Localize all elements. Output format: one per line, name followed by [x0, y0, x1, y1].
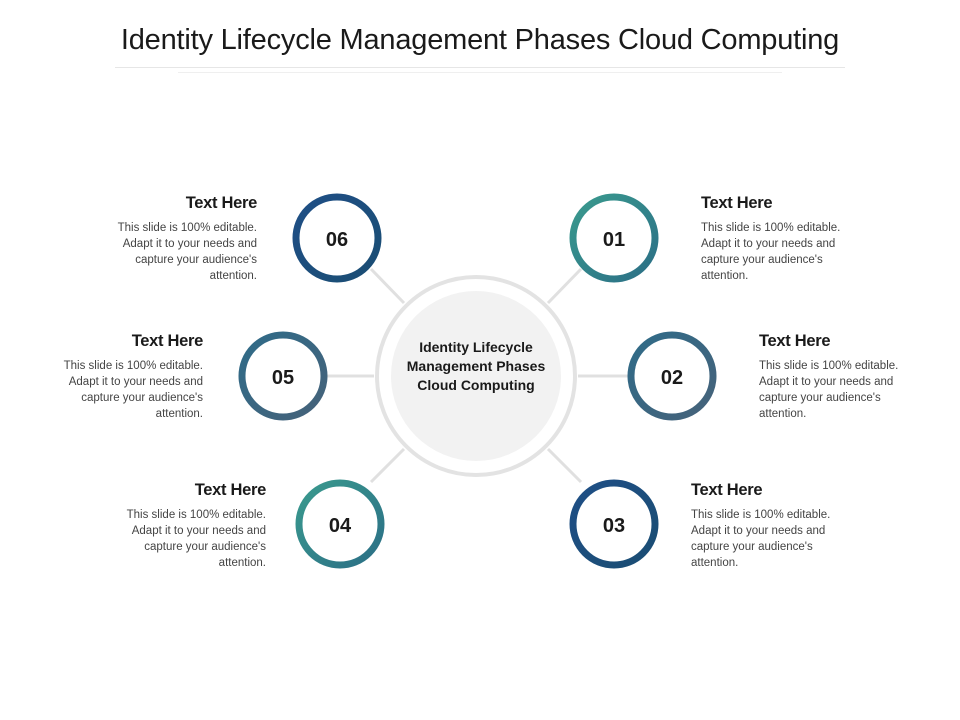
phase-heading-05: Text Here [131, 332, 204, 350]
phase-body-04: This slide is 100% editable. Adapt it to… [126, 509, 266, 569]
phase-heading-03: Text Here [691, 481, 763, 499]
phase-number-04: 04 [329, 515, 352, 537]
phase-text-02: Text Here This slide is 100% editable. A… [759, 332, 909, 422]
connector-04 [369, 447, 406, 484]
phase-node-02: 02 [627, 331, 717, 421]
phase-number-06: 06 [326, 229, 348, 251]
phase-heading-04: Text Here [194, 481, 267, 499]
phase-text-05: Text Here This slide is 100% editable. A… [53, 332, 204, 422]
title-divider [115, 67, 845, 68]
phase-heading-01: Text Here [701, 194, 773, 212]
phase-text-06: Text Here This slide is 100% editable. A… [107, 194, 258, 284]
phase-body-05: This slide is 100% editable. Adapt it to… [63, 360, 203, 420]
phase-body-01: This slide is 100% editable. Adapt it to… [701, 222, 841, 282]
phase-body-03: This slide is 100% editable. Adapt it to… [691, 509, 831, 569]
connector-01 [546, 267, 583, 305]
phase-node-05: 05 [238, 331, 328, 421]
center-hub [391, 291, 561, 461]
phase-text-04: Text Here This slide is 100% editable. A… [116, 481, 267, 571]
phase-text-03: Text Here This slide is 100% editable. A… [691, 481, 841, 571]
phase-node-04: 04 [295, 479, 385, 569]
phase-number-01: 01 [603, 229, 625, 251]
connector-06 [369, 267, 406, 305]
phase-number-02: 02 [661, 367, 683, 389]
phase-heading-06: Text Here [185, 194, 258, 212]
phase-node-01: 01 [569, 193, 659, 283]
phase-node-03: 03 [569, 479, 659, 569]
slide-title: Identity Lifecycle Management Phases Clo… [120, 24, 840, 56]
phase-node-06: 06 [292, 193, 382, 283]
phase-text-01: Text Here This slide is 100% editable. A… [701, 194, 851, 284]
phase-number-05: 05 [272, 367, 294, 389]
phase-body-06: This slide is 100% editable. Adapt it to… [117, 222, 257, 282]
center-label: Identity Lifecycle Management Phases Clo… [406, 339, 546, 393]
phase-number-03: 03 [603, 515, 625, 537]
phase-heading-02: Text Here [759, 332, 831, 350]
title-divider-secondary [178, 72, 782, 73]
phase-body-02: This slide is 100% editable. Adapt it to… [759, 360, 899, 420]
connector-03 [546, 447, 583, 484]
